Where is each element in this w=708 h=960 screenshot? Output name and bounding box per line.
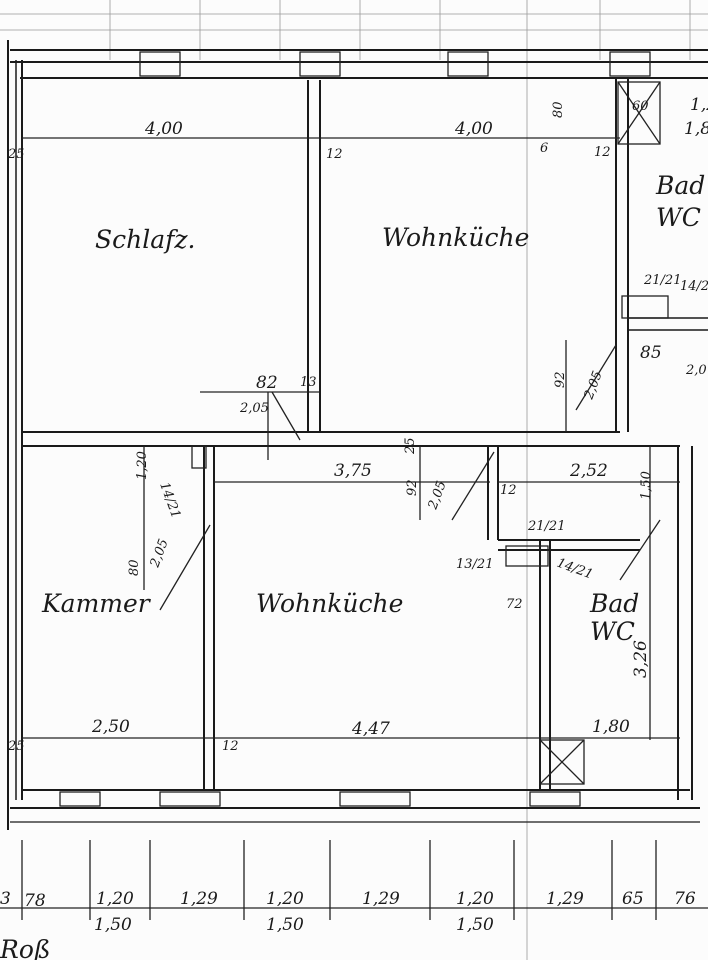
outer-wall-bottom: [10, 789, 700, 823]
dim-label: 92: [405, 479, 420, 496]
dim-label: 92: [553, 371, 568, 388]
dim-label: 2,0: [685, 363, 707, 378]
dim-label: 13: [300, 375, 317, 390]
outer-wall-top: [10, 49, 708, 79]
dim-label: 72: [506, 597, 523, 612]
outer-wall-left: [7, 40, 23, 830]
dim-label: 2,50: [91, 717, 130, 737]
dim-label: 80: [551, 101, 566, 118]
dimension-labels: 4,00 4,00 1,80 1,2 60 80 6 12 12 25 21/2…: [7, 95, 708, 754]
interior-walls: [22, 78, 708, 800]
dim-label: 25: [403, 437, 418, 455]
dim-label: 2,05: [581, 369, 605, 402]
chain-label: 1,29: [546, 889, 584, 909]
chain-label: 1,29: [180, 889, 218, 909]
dim-label: 85: [640, 343, 662, 363]
chain-label: 3: [0, 889, 11, 909]
dim-label: 2,05: [239, 401, 269, 416]
dim-label: 4,00: [454, 119, 493, 139]
dim-label: 3,75: [334, 461, 372, 481]
room-labels: Schlafz. Wohnküche Bad WC Kammer Wohnküc…: [41, 171, 705, 646]
dim-label: 25: [7, 147, 25, 162]
chain-label: 1,50: [266, 915, 304, 935]
room-label-wohnkueche-bottom: Wohnküche: [256, 589, 403, 618]
chain-label: 1,50: [456, 915, 494, 935]
dimension-lines: [0, 137, 708, 909]
chain-label: 1,20: [96, 889, 134, 909]
dim-label: 14/21: [680, 279, 708, 294]
dim-label: 25: [7, 739, 25, 754]
room-label-bad-top-2: WC: [656, 203, 701, 232]
dim-label: 1,80: [592, 717, 630, 737]
room-label-schlafz: Schlafz.: [95, 225, 196, 254]
dim-label: 2,05: [147, 537, 171, 570]
dim-label: 4,47: [351, 719, 390, 739]
dim-label: 82: [256, 373, 278, 393]
dim-label: 12: [500, 483, 517, 498]
room-label-wohnkueche-top: Wohnküche: [382, 223, 529, 252]
dim-label: 1,20: [135, 451, 150, 480]
chain-label: 1,20: [456, 889, 494, 909]
dim-label: 6: [540, 141, 548, 156]
dim-label: 1,80: [684, 119, 708, 139]
dim-label: 21/21: [527, 519, 565, 534]
chain-label: 1,20: [266, 889, 304, 909]
dim-label: 3,26: [631, 640, 651, 678]
dim-label: 21/21: [643, 273, 681, 288]
shafts: [191, 81, 669, 785]
chain-label: 65: [622, 889, 644, 909]
dim-label: 2,05: [425, 479, 449, 512]
dim-label: 1,50: [639, 471, 654, 500]
dim-label: 2,52: [569, 461, 608, 481]
dim-label: 60: [632, 99, 649, 114]
dim-label: 13/21: [456, 557, 493, 572]
dim-label: 12: [326, 147, 343, 162]
dim-label: 4,00: [144, 119, 183, 139]
room-label-bad-right-2: WC: [590, 617, 635, 646]
dim-label: 14/21: [156, 480, 183, 520]
dim-label: 12: [222, 739, 239, 754]
room-label-kammer: Kammer: [41, 589, 152, 618]
dim-label: 1,2: [690, 95, 708, 115]
bottom-dimension-chain: 3 78 1,20 1,29 1,20 1,29 1,20 1,29 65 76…: [0, 840, 696, 960]
dim-label: 12: [594, 145, 611, 160]
chain-label: 76: [674, 889, 696, 909]
fragment-label: Roß: [0, 935, 51, 960]
chain-label: 1,50: [94, 915, 132, 935]
room-label-bad-top-1: Bad: [655, 171, 705, 200]
chain-label: 78: [24, 891, 46, 911]
room-label-bad-right-1: Bad: [589, 589, 639, 618]
dim-label: 14/21: [555, 556, 595, 583]
dim-label: 80: [127, 559, 142, 576]
chain-label: 1,29: [362, 889, 400, 909]
